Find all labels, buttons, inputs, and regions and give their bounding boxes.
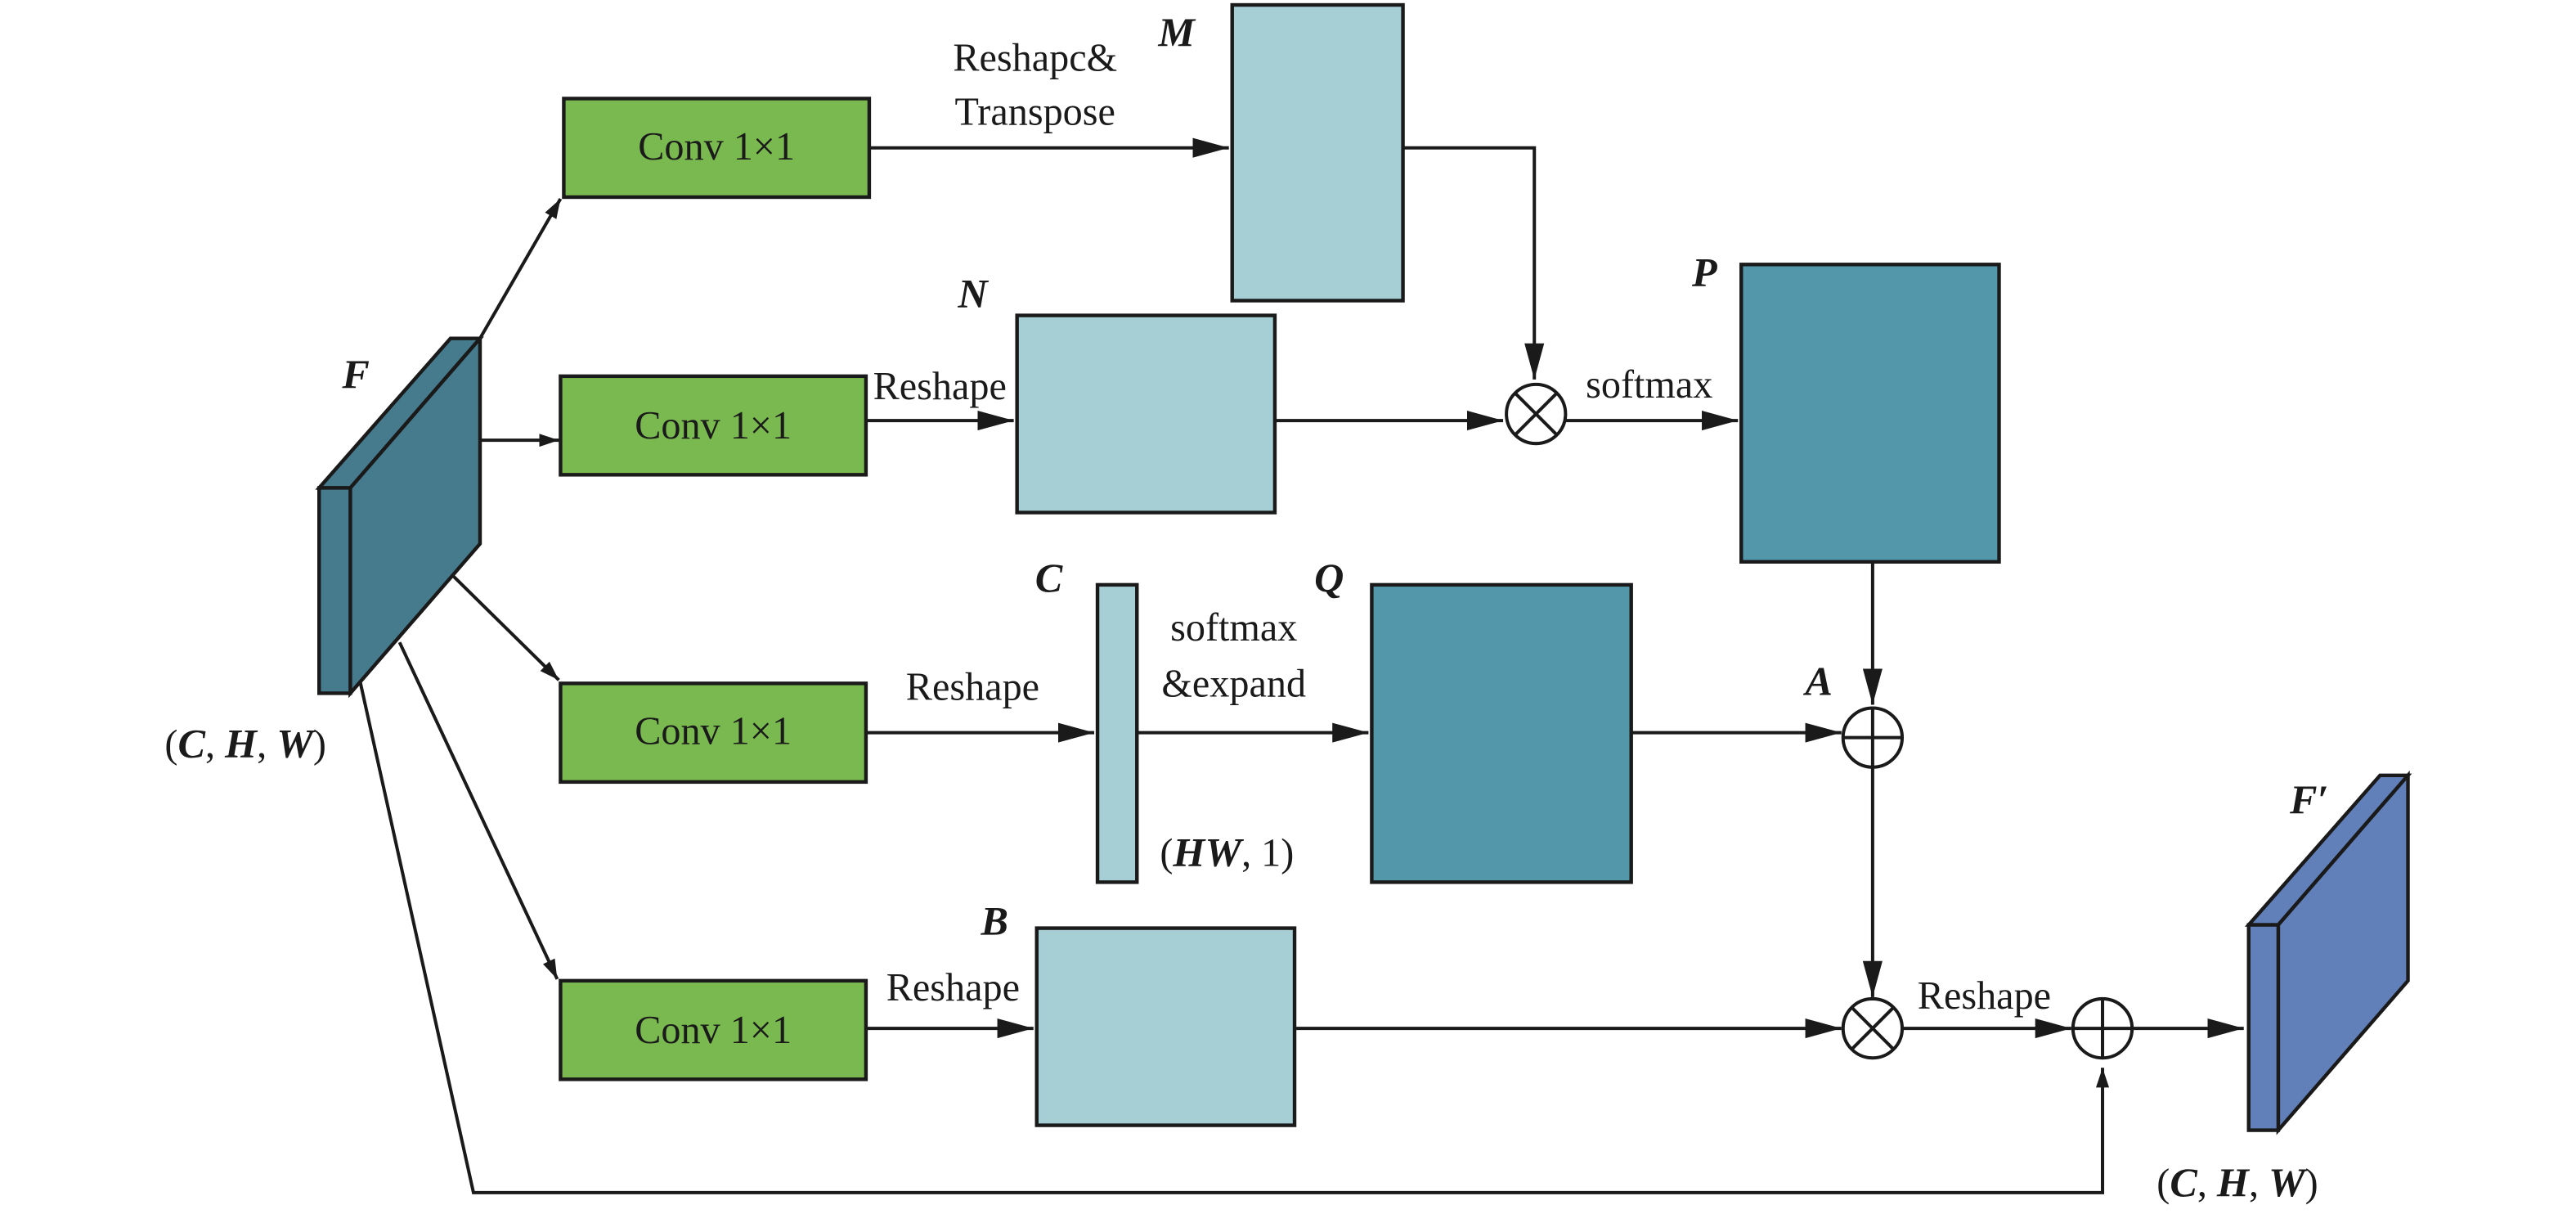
label-c-shape: (HW, 1) [1160,829,1294,875]
label-q: Q [1314,555,1344,600]
edge-f-conv3 [452,575,560,681]
conv-label-4: Conv 1×1 [635,1009,792,1052]
label-softmax-expand-2: &expand [1161,662,1306,705]
conv-block-3: Conv 1×1 [559,681,868,785]
conv-label-3: Conv 1×1 [635,710,792,753]
output-tensor-f-prime [2244,770,2412,1135]
label-reshape-b: Reshape [886,966,1020,1009]
edge-f-conv4 [397,641,559,980]
input-label: F [341,351,369,397]
label-softmax-expand-1: softmax [1170,606,1297,650]
conv-block-2: Conv 1×1 [559,374,868,477]
label-softmax-p: softmax [1586,363,1712,407]
label-reshape-c: Reshape [906,665,1039,708]
input-shape-c: C [177,721,205,767]
tensor-b [1034,926,1297,1127]
label-n: N [957,271,989,317]
label-reshape-transpose-2: Transpose [955,91,1115,134]
label-reshape-out: Reshape [1918,974,2051,1018]
multiply-icon [1841,996,1905,1060]
output-shape-label: (C, H, W) [2156,1159,2318,1205]
edge-skip-connection [358,681,2110,1194]
tensor-q [1370,582,1633,884]
conv-block-1: Conv 1×1 [562,97,872,200]
label-reshape-n: Reshape [873,365,1007,408]
tensor-m [1230,2,1405,303]
conv-block-4: Conv 1×1 [559,978,868,1081]
add-icon [2071,996,2134,1060]
multiply-icon [1505,382,1568,446]
edge-m-mul [1402,146,1545,380]
add-icon [1841,706,1905,769]
label-a: A [1803,658,1833,704]
label-reshape-transpose-1: Reshapc& [953,36,1117,79]
label-m: M [1157,9,1196,55]
input-shape-label: (C, H, W) [164,721,325,767]
input-tensor-f [315,333,484,699]
tensor-n [1015,313,1277,515]
output-label: F′ [2289,776,2329,822]
edge-f-conv1 [478,197,563,339]
conv-label-2: Conv 1×1 [635,404,792,447]
conv-label-1: Conv 1×1 [638,125,795,169]
tensor-p [1739,263,2001,564]
label-p: P [1691,249,1717,295]
label-b: B [980,898,1008,944]
tensor-c [1095,582,1139,884]
label-c: C [1035,555,1063,600]
